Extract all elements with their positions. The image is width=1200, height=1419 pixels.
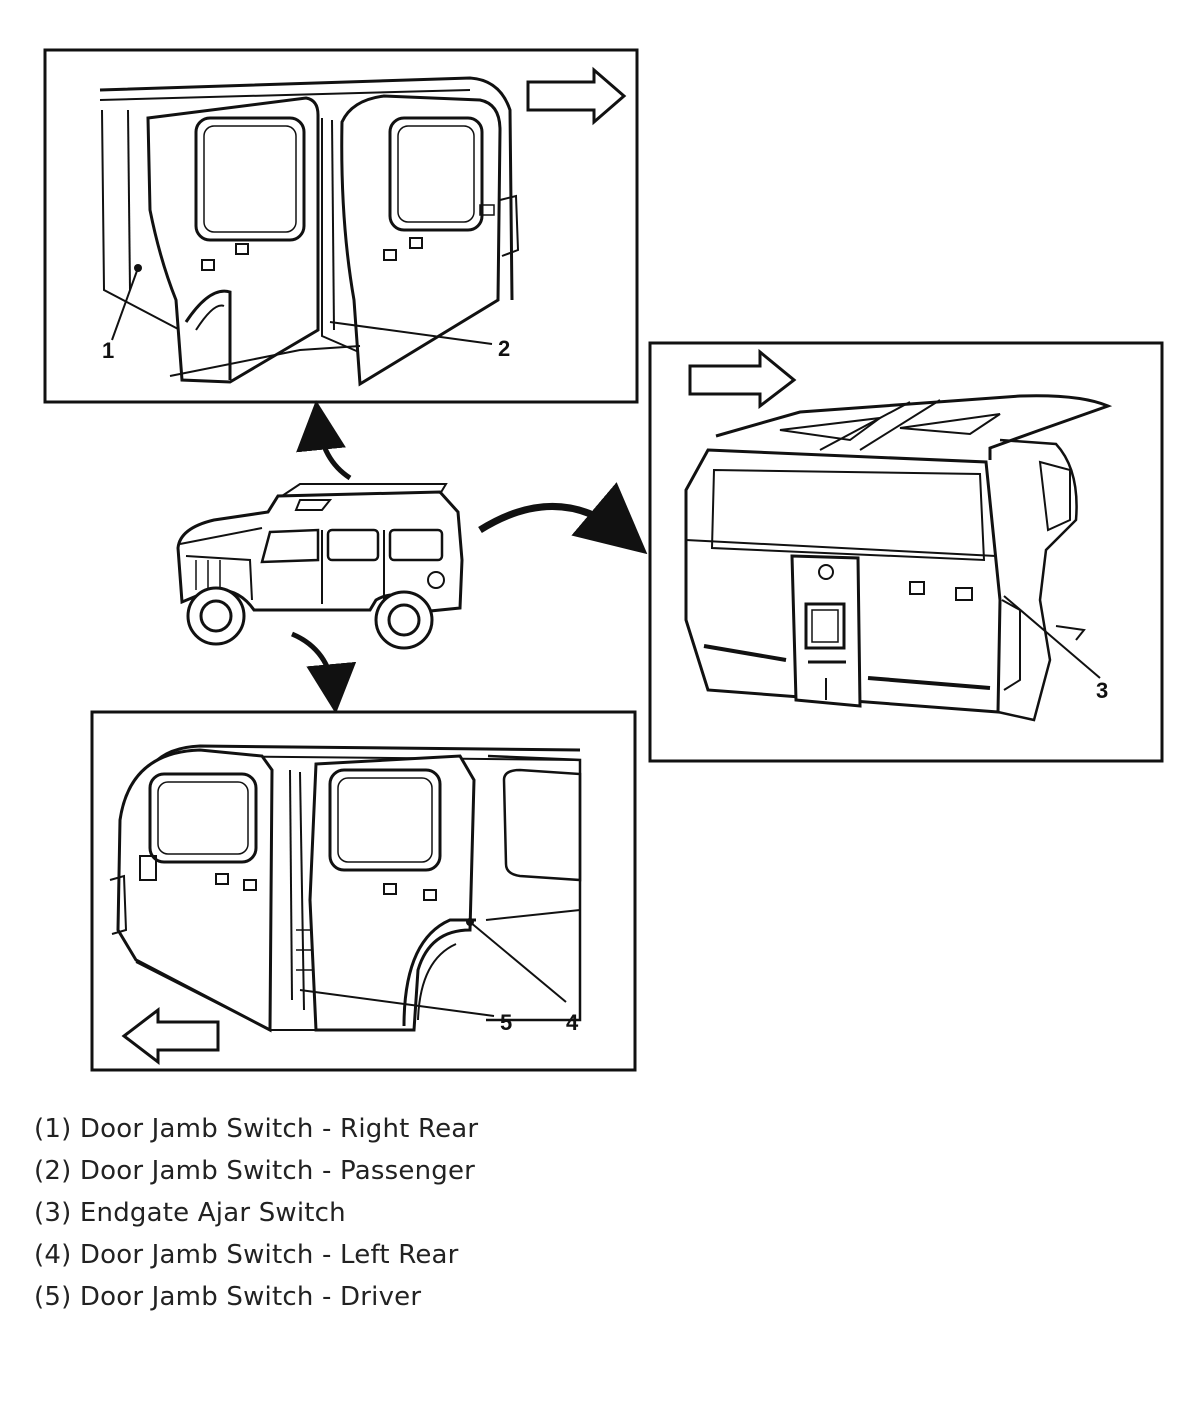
arrow-to-driver-view-icon bbox=[290, 631, 357, 714]
panel-passenger-side: 1 2 bbox=[43, 48, 639, 404]
diagram: 1 2 3 bbox=[43, 48, 1164, 1072]
legend-item-2: (2) Door Jamb Switch - Passenger bbox=[34, 1156, 476, 1186]
direction-arrow-left-icon bbox=[121, 1006, 220, 1066]
callout-5: 5 bbox=[500, 1010, 512, 1035]
arrow-to-passenger-view-icon bbox=[296, 400, 352, 481]
direction-arrow-right-icon bbox=[688, 348, 797, 410]
panel-rear-endgate: 3 bbox=[648, 341, 1164, 763]
vehicle-overview bbox=[176, 400, 648, 714]
callout-1: 1 bbox=[102, 338, 114, 363]
callout-3: 3 bbox=[1096, 678, 1108, 703]
arrow-to-rear-view-icon bbox=[478, 482, 648, 555]
callout-4: 4 bbox=[566, 1010, 579, 1035]
legend-item-3: (3) Endgate Ajar Switch bbox=[34, 1198, 346, 1228]
direction-arrow-right-icon bbox=[526, 66, 627, 126]
legend-item-1: (1) Door Jamb Switch - Right Rear bbox=[34, 1114, 479, 1144]
legend-item-4: (4) Door Jamb Switch - Left Rear bbox=[34, 1240, 459, 1270]
panel-driver-side: 5 4 bbox=[90, 710, 637, 1072]
callout-2: 2 bbox=[498, 336, 510, 361]
legend-list: (1) Door Jamb Switch - Right Rear (2) Do… bbox=[34, 1108, 478, 1318]
legend-item-5: (5) Door Jamb Switch - Driver bbox=[34, 1282, 422, 1312]
